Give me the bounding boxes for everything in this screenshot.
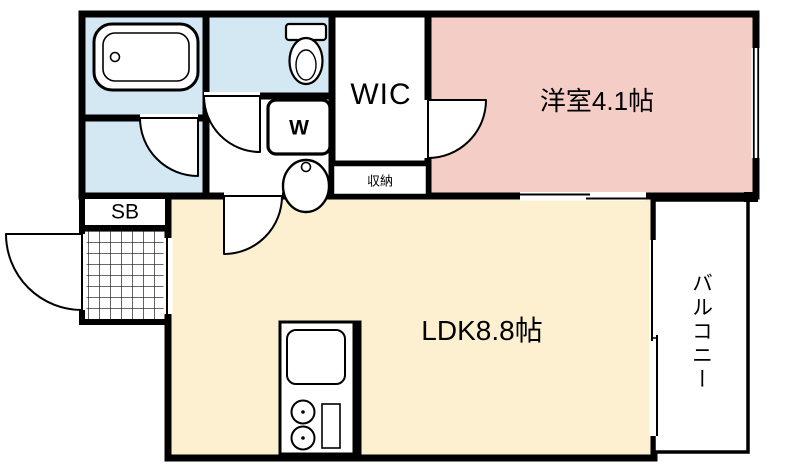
bath-door-swing (139, 117, 199, 177)
wall-jog (744, 192, 758, 202)
entrance-door-swing (5, 233, 83, 311)
wash-basin-icon (281, 158, 331, 214)
ldk-door-swing (223, 195, 283, 255)
toilet-door-swing (203, 95, 261, 153)
windows-and-step (166, 48, 760, 436)
wic-door-swing (427, 99, 487, 159)
door-swings (5, 95, 487, 311)
entrance-genkan-area (79, 225, 171, 325)
toilet-icon (284, 22, 328, 86)
balcony-area (652, 198, 750, 454)
washing-machine-icon (266, 98, 332, 156)
ldk-label: LDK8.8帖 (421, 315, 543, 346)
bedroom-label: 洋室4.1帖 (539, 86, 655, 116)
kitchen-unit-icon (278, 320, 362, 456)
washer-label: W (289, 116, 309, 140)
storage-area (329, 161, 431, 199)
bathtub-icon (92, 22, 200, 92)
wic-label: WIC (350, 78, 412, 111)
shoe-box-label: SB (110, 200, 140, 224)
balcony-label: バルコニー (689, 272, 713, 392)
storage-label: 収納 (366, 173, 394, 189)
